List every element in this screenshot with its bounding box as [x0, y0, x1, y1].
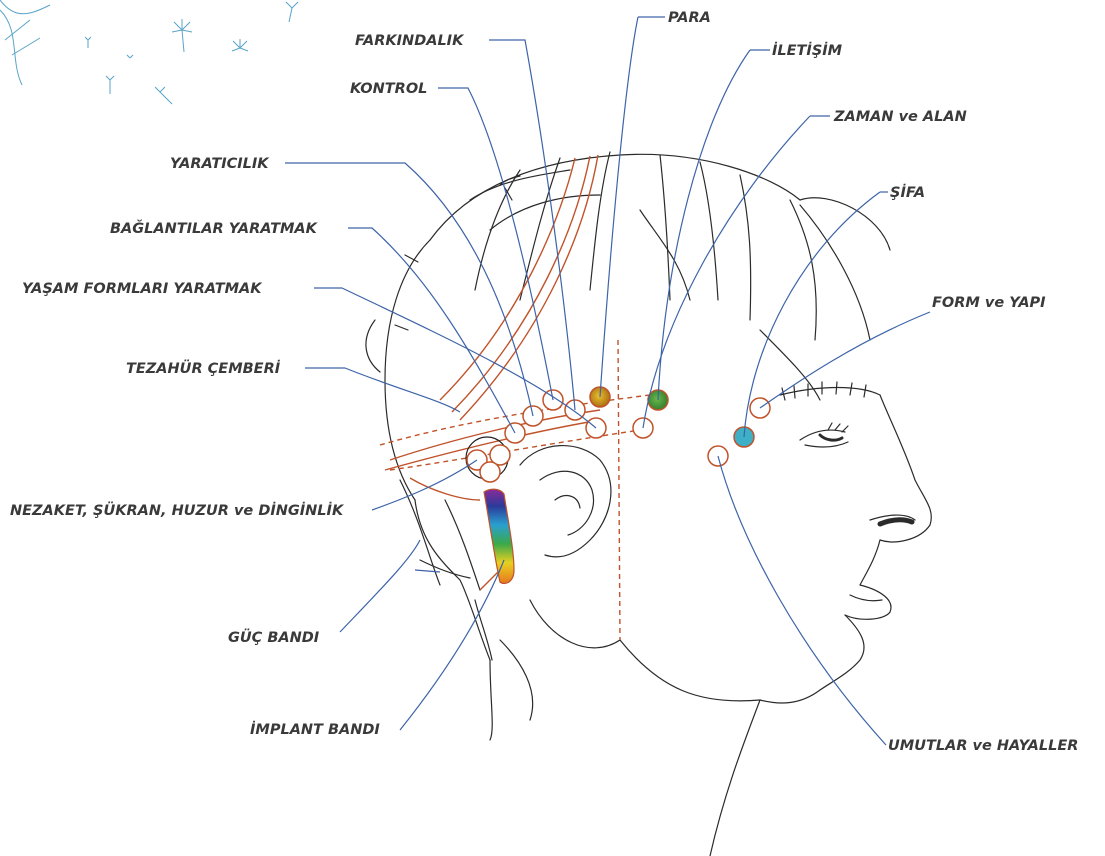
label-para: PARA: [668, 10, 711, 26]
ring-nezaket-c: [480, 462, 500, 482]
label-yasam-formlari: YAŞAM FORMLARI YARATMAK: [22, 281, 263, 297]
label-baglantilar: BAĞLANTILAR YARATMAK: [110, 219, 319, 237]
dandelion-decoration: [0, 0, 298, 104]
label-zaman-alan: ZAMAN ve ALAN: [833, 109, 967, 125]
label-kontrol: KONTROL: [350, 81, 427, 97]
label-implant-bandi: İMPLANT BANDI: [250, 721, 380, 738]
head-sketch: [366, 152, 931, 856]
label-farkindalik: FARKINDALIK: [355, 33, 465, 49]
label-tezahur: TEZAHÜR ÇEMBERİ: [126, 359, 281, 377]
implant-band: [484, 489, 514, 583]
labels: PARA FARKINDALIK İLETİŞİM KONTROL ZAMAN …: [10, 10, 1078, 754]
label-form-yapi: FORM ve YAPI: [932, 295, 1046, 311]
leader-lines: [285, 17, 930, 745]
label-guc-bandi: GÜÇ BANDI: [228, 628, 320, 646]
label-nezaket: NEZAKET, ŞÜKRAN, HUZUR ve DİNGİNLİK: [10, 501, 345, 519]
label-yaraticilik: YARATICILIK: [170, 156, 270, 172]
label-umutlar: UMUTLAR ve HAYALLER: [888, 738, 1078, 754]
label-iletisim: İLETİŞİM: [772, 42, 843, 59]
label-sifa: ŞİFA: [890, 184, 925, 201]
